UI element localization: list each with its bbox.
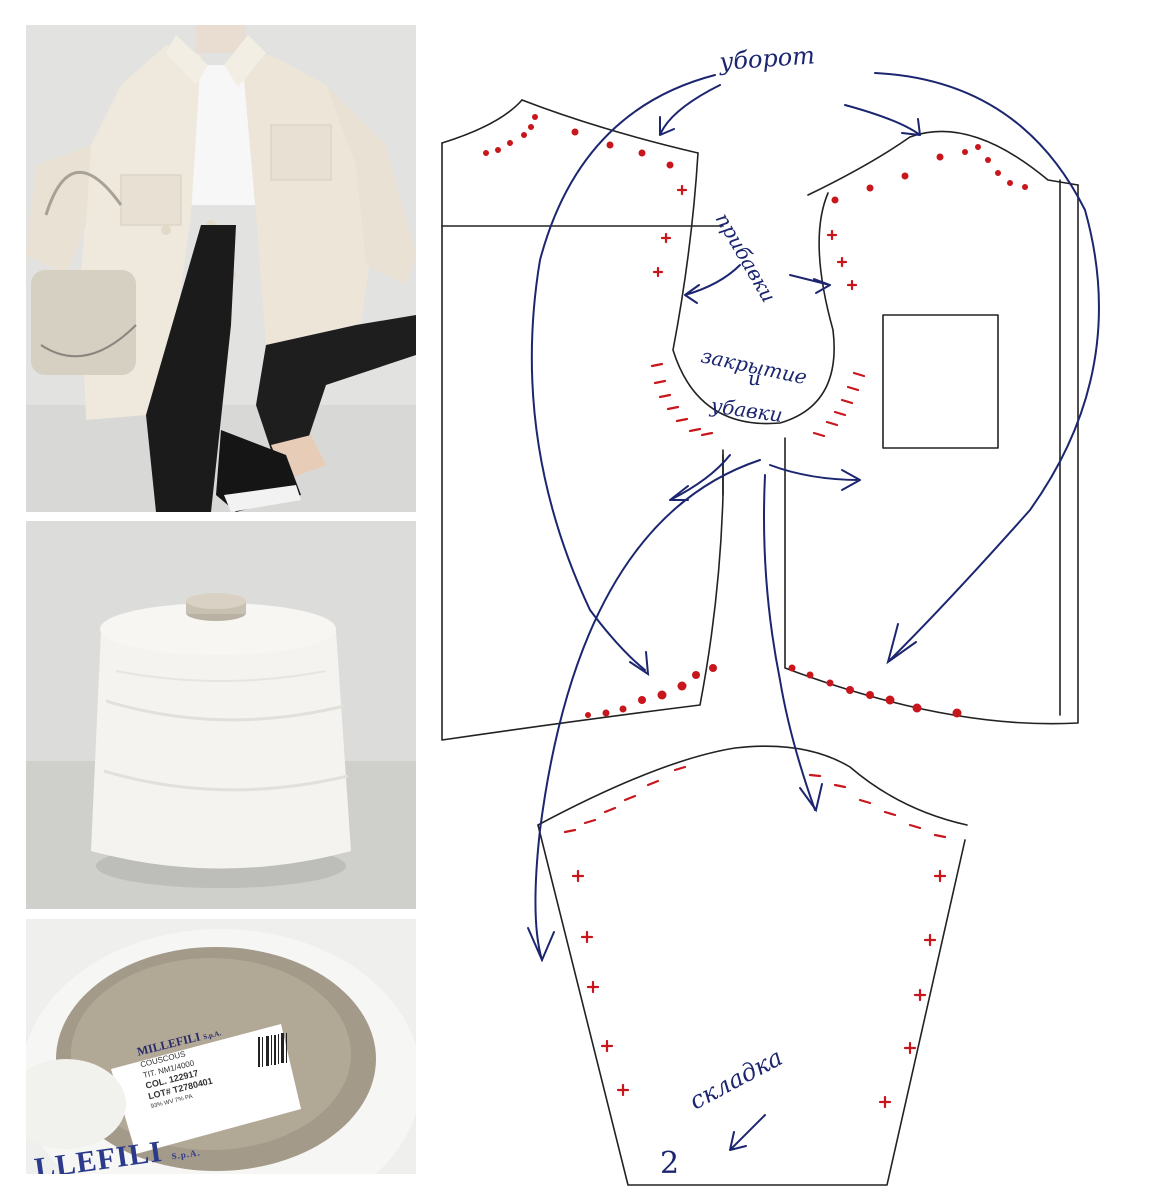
annotation-fold: складка: [685, 1043, 788, 1115]
coat-photo: [26, 25, 416, 512]
sleeve-outline: [537, 745, 968, 1186]
annotation-fold-count: 2: [660, 1146, 679, 1181]
knitting-pattern-sketch: уборот прибавки закрытие и убавки складк…: [441, 41, 1100, 1186]
annotation-bindoff-line3: убавки: [708, 393, 784, 427]
annotation-increases: прибавки: [711, 209, 781, 307]
pen-arrows: [527, 72, 1100, 1151]
yarn-label-photo: MILLEFILI S.p.A. COUSCOUS TIT. NM1/4000 …: [26, 919, 416, 1174]
front-piece-outline: [784, 130, 1079, 725]
increase-marks: [563, 184, 947, 1109]
label-brand-suffix: S.p.A.: [202, 1029, 222, 1042]
bindoff-dots: [483, 114, 1028, 718]
annotation-collar: уборот: [717, 41, 815, 76]
cone-print-suffix: S.p.A.: [170, 1147, 202, 1162]
yarn-cone-photo: [26, 521, 416, 909]
annotation-bindoff-line2: и: [748, 366, 761, 390]
